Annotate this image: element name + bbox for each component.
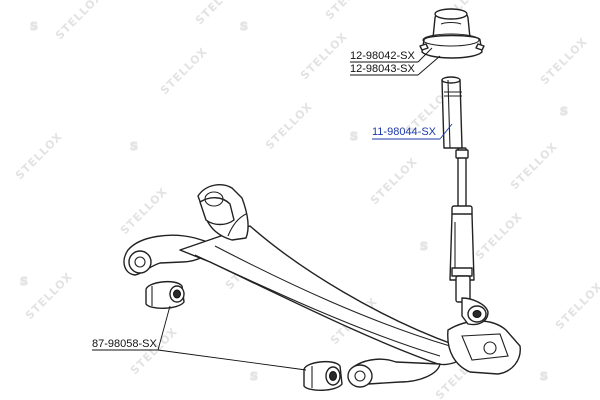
watermark-glyph: S [250,370,259,383]
watermark-text: STELLOX [553,280,600,332]
watermark-text: STELLOX [473,210,525,262]
rear-axle-beam [123,184,521,388]
bushing-lower [303,360,343,391]
label-bushing[interactable]: 87-98058-SX [92,338,157,350]
watermark-text: STELLOX [298,30,350,82]
watermark-glyph: S [20,275,29,288]
watermark-text: STELLOX [323,0,375,22]
watermark-glyph: S [540,370,549,383]
bushing-upper [145,280,185,309]
watermark-text: STELLOX [128,325,180,377]
watermark-text: STELLOX [23,270,75,322]
part-labels: 12-98042-SX 12-98043-SX 11-98044-SX 87-9… [92,50,437,350]
watermark-text: STELLOX [158,45,210,97]
watermark-text: STELLOX [53,0,105,42]
watermark-glyph: S [240,20,249,33]
watermark-text: STELLOX [13,130,65,182]
watermark-text: STELLOX [118,185,170,237]
label-top-mount-alt[interactable]: 12-98043-SX [350,63,415,75]
watermark-glyph: S [30,20,39,33]
watermark-text: STELLOX [193,0,245,27]
watermark-text: STELLOX [508,140,560,192]
watermark-text: STELLOX [368,155,420,207]
label-dust-boot[interactable]: 11-98044-SX [372,126,437,138]
leader-lines [92,47,453,371]
watermark-text: STELLOX [538,35,590,87]
watermark-glyph: S [560,105,569,118]
watermark-glyph: S [420,240,429,253]
top-mount [419,8,485,59]
shock-absorber [449,147,489,326]
watermark-glyph: S [350,130,359,143]
label-top-mount[interactable]: 12-98042-SX [350,50,415,62]
dust-boot [441,76,463,149]
watermark-glyph: S [130,140,139,153]
watermark-text: STELLOX [263,100,315,152]
